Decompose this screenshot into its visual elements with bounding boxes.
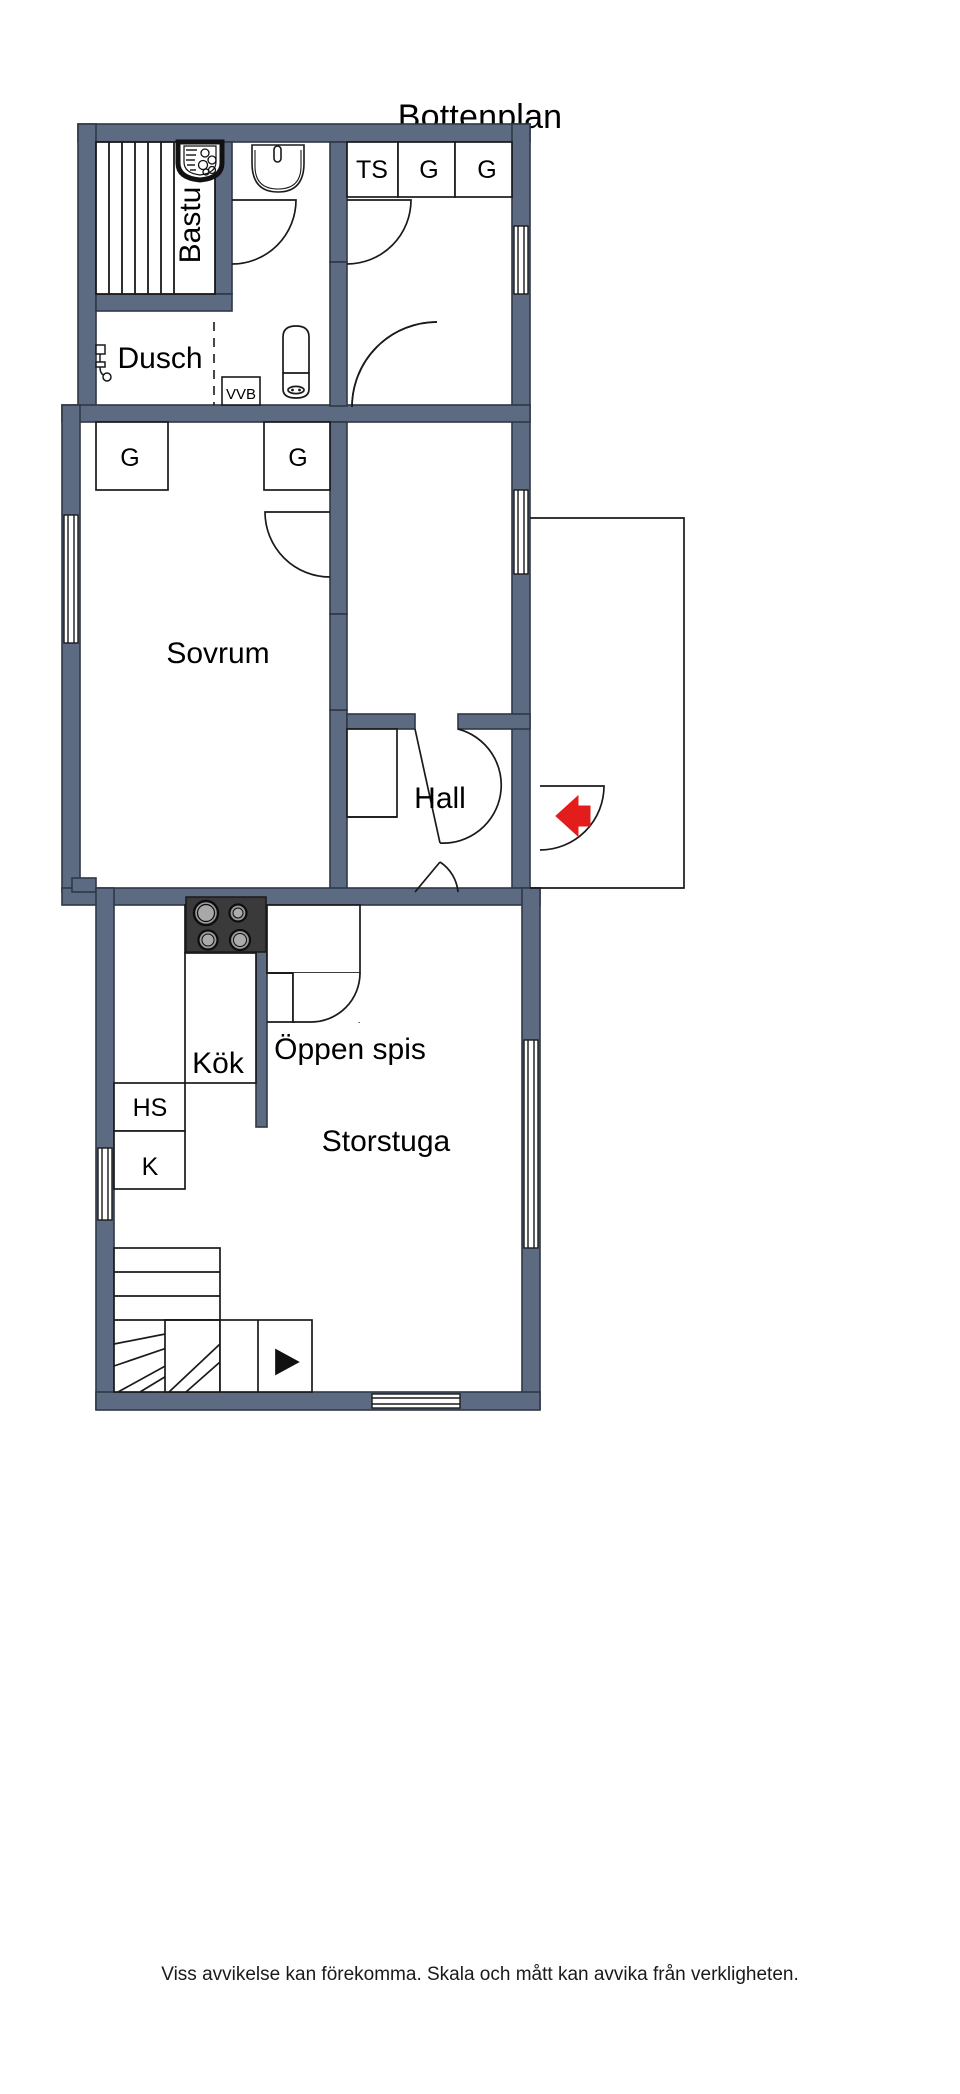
fireplace-icon — [266, 904, 361, 1029]
wall-hall-top-right — [457, 713, 531, 730]
wall-exterior-left-upper — [77, 123, 97, 421]
door-wc — [346, 199, 412, 265]
wall-notch-left-lower — [71, 877, 97, 893]
closet-box-hall — [346, 728, 398, 818]
wall-interior-vertical-upper2 — [329, 261, 348, 407]
appliance-label-vvb: VVB — [226, 386, 256, 403]
closet-label-ts: TS — [356, 156, 388, 184]
room-label-oppen-spis: Öppen spis — [274, 1033, 426, 1066]
wall-divider-bath — [61, 404, 531, 423]
window-left-lower — [97, 1147, 113, 1221]
closet-label-g-top-1: G — [419, 156, 438, 184]
water-heater-box — [221, 376, 261, 406]
exterior-deck — [530, 517, 685, 889]
window-left-bedroom — [63, 514, 79, 644]
room-label-hall: Hall — [414, 782, 466, 815]
window-right-mid — [513, 489, 529, 575]
wall-jamb-sovrum-door — [329, 613, 348, 711]
door-entry — [539, 785, 605, 851]
closet-box-g-mid-1 — [95, 421, 169, 491]
entrance-arrow-icon — [555, 794, 591, 838]
room-label-kok: Kök — [192, 1047, 245, 1080]
sink-icon — [251, 144, 305, 193]
shower-icon — [95, 344, 112, 382]
closet-box-g-top-2 — [454, 141, 513, 198]
appliance-label-k: K — [142, 1153, 159, 1181]
wall-interior-vertical-mid — [329, 421, 348, 615]
wall-divider-lower — [61, 887, 541, 906]
wall-exterior-top — [77, 123, 531, 143]
door-sovrum — [264, 511, 331, 578]
wall-group — [61, 123, 541, 1411]
door-swing-group — [231, 199, 605, 851]
sauna-stove-icon — [175, 139, 225, 183]
appliance-label-hs: HS — [133, 1094, 168, 1122]
toilet-icon — [282, 325, 310, 399]
wall-hall-top-left — [346, 713, 416, 730]
disclaimer-text: Viss avvikelse kan förekomma. Skala och … — [161, 1964, 799, 1985]
room-label-sovrum: Sovrum — [166, 637, 269, 670]
door-hall-upper — [351, 321, 438, 408]
wall-sauna-bottom — [95, 293, 233, 312]
closet-label-g-mid-1: G — [120, 444, 139, 472]
room-label-storstuga: Storstuga — [322, 1125, 451, 1158]
kitchen-counter-lower — [184, 952, 257, 1084]
room-label-dusch: Dusch — [117, 342, 202, 375]
wall-exterior-left-mid — [61, 404, 81, 893]
hall-door-pair — [347, 728, 503, 893]
closet-boxes — [95, 141, 513, 1190]
window-right-upper — [513, 225, 529, 295]
label-group: Bastu Dusch Sovrum Hall Kök Öppen spis S… — [117, 156, 496, 1181]
window-bottom — [371, 1393, 461, 1409]
window-right-lower — [523, 1039, 539, 1249]
closet-box-g-mid-2 — [263, 421, 331, 491]
window-group — [63, 225, 539, 1409]
stove-burners-icon — [185, 896, 267, 953]
closet-box-ts — [346, 141, 399, 198]
wall-interior-vertical-upper — [329, 141, 348, 263]
closet-label-g-top-2: G — [477, 156, 496, 184]
closet-box-k — [113, 1130, 186, 1190]
door-swing-center — [351, 321, 438, 408]
sauna-bench-icon — [108, 142, 175, 294]
closet-label-g-mid-2: G — [288, 444, 307, 472]
room-label-bastu: Bastu — [174, 187, 207, 264]
wall-interior-vertical-hall — [329, 709, 348, 893]
wall-exterior-bottom — [95, 1391, 541, 1411]
stairs-icon — [113, 1247, 313, 1393]
door-sauna — [231, 199, 297, 265]
